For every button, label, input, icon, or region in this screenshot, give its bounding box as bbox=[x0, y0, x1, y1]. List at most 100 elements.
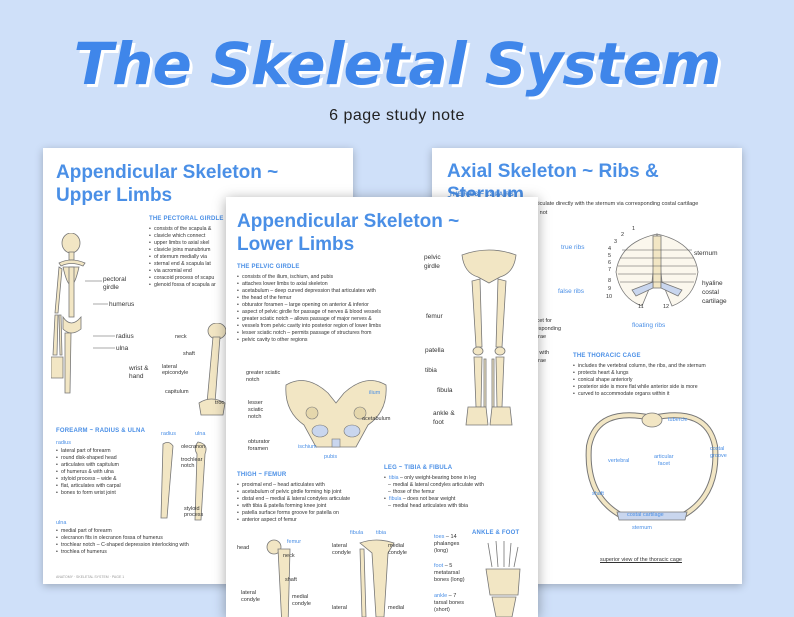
rib-number: 9 bbox=[608, 286, 612, 292]
label-femur-blue: femur bbox=[287, 539, 302, 545]
ribs-text-line: articulate directly with the sternum via… bbox=[532, 201, 699, 207]
partial-text: rresponding bbox=[532, 326, 562, 332]
label-tibia: tibia bbox=[425, 367, 437, 374]
rib-number: 7 bbox=[608, 267, 612, 273]
figure-caption: superior view of the thoracic cage bbox=[600, 557, 682, 563]
label-radius: radius bbox=[116, 333, 134, 340]
label-condyle-2: condyle bbox=[292, 601, 311, 607]
label-shaft: shaft bbox=[183, 351, 195, 357]
label-radius-top: radius bbox=[161, 431, 176, 437]
sub-bullet: medial & lateral condyles articulate wit… bbox=[384, 482, 514, 489]
label-fibula: fibula bbox=[437, 387, 453, 394]
bullet-cont: bones to form wrist joint bbox=[56, 490, 156, 497]
rib-number: 4 bbox=[608, 246, 612, 252]
label-sternum: sternum bbox=[694, 250, 718, 257]
bullet: trochlear notch – C-shaped depression in… bbox=[56, 542, 246, 549]
label-notch: notch bbox=[246, 377, 260, 383]
ribs-text-line: do not bbox=[532, 210, 548, 216]
sub-bullet: medial head articulates with tibia bbox=[384, 503, 514, 510]
label-olecranon: olecranon bbox=[181, 444, 206, 450]
rib-number: 6 bbox=[608, 260, 612, 266]
rib-number: 10 bbox=[606, 294, 613, 300]
label-neck: neck bbox=[283, 553, 295, 559]
text: – 7 bbox=[447, 593, 457, 599]
label-neck: neck bbox=[175, 334, 187, 340]
rib-number: 3 bbox=[614, 239, 618, 245]
bullet-cont: acetabulum of pelvic girdle forming hip … bbox=[237, 489, 387, 496]
subheading-ulna: ulna bbox=[56, 520, 67, 526]
ankle-item-l2: metatarsal bbox=[434, 570, 460, 576]
bullet-cont: upper limbs to axial skel bbox=[149, 240, 239, 247]
bullet: posterior side is more flat while anteri… bbox=[573, 384, 738, 391]
bullet: clavicle joins manubrium bbox=[149, 247, 239, 254]
bullet: medial part of forearm bbox=[56, 528, 246, 535]
foot-illustration bbox=[485, 540, 521, 617]
label-sciatic: sciatic bbox=[248, 407, 264, 413]
label-girdle: girdle bbox=[103, 284, 119, 291]
term-foot: foot bbox=[434, 563, 444, 569]
bullet: acetabulum – deep curved depression that… bbox=[237, 288, 407, 295]
label-lateral: lateral bbox=[241, 590, 256, 596]
label-ulna-top: ulna bbox=[195, 431, 206, 437]
label-trochlea-partial: troc bbox=[215, 400, 225, 406]
label-tibia-blue: tibia bbox=[376, 530, 387, 536]
label-costal: costal bbox=[710, 446, 725, 452]
partial-text: facet for bbox=[532, 318, 552, 324]
subheading-radius: radius bbox=[56, 440, 71, 446]
rib-number: 5 bbox=[608, 253, 612, 259]
bullet-cont: curved to accommodate organs within it bbox=[573, 391, 738, 398]
section-heading-forearm: FOREARM ~ RADIUS & ULNA bbox=[56, 428, 146, 434]
thoracic-cage-superior-view bbox=[585, 412, 719, 521]
label-obturator: obturator bbox=[248, 439, 271, 445]
bullet: consists of the scapula & bbox=[149, 226, 239, 233]
partial-text: es with bbox=[532, 350, 550, 356]
lower-limb-illustration bbox=[461, 249, 517, 426]
sub-bullet-cont: those of the femur bbox=[384, 489, 514, 496]
label-ischium: ischium bbox=[298, 444, 317, 450]
label-fibula-blue: fibula bbox=[350, 530, 364, 536]
ankle-item-l3: (long) bbox=[434, 548, 449, 554]
bullet: coracoid process of scapu bbox=[149, 275, 239, 282]
bullet: distal end – medial & lateral condyles a… bbox=[237, 496, 387, 503]
fibula-term: fibula bbox=[389, 496, 402, 502]
label-epicondyle: epicondyle bbox=[162, 370, 189, 376]
bullet: includes the vertebral column, the ribs,… bbox=[573, 363, 738, 370]
tibia-term: tibia bbox=[389, 475, 399, 481]
main-title: The Skeletal System bbox=[73, 30, 722, 98]
bullet: protects heart & lungs bbox=[573, 370, 738, 377]
rib-number: 11 bbox=[638, 304, 644, 310]
label-true-ribs: true ribs bbox=[561, 244, 585, 251]
section-heading-ribs: THE RIBS ~ 12 PAIRS bbox=[449, 192, 514, 198]
label-capitulum: capitulum bbox=[165, 389, 189, 395]
bullet-cont: vessels from pelvic cavity into posterio… bbox=[237, 323, 407, 330]
bullet-cont: of humerus & with ulna bbox=[56, 469, 156, 476]
tibia-text: – only weight-bearing bone in leg bbox=[398, 475, 477, 481]
label-vertebral: vertebral bbox=[608, 458, 630, 464]
bullet: styloid process – wide & bbox=[56, 476, 156, 483]
bullet: consists of the ilium, ischium, and pubi… bbox=[237, 274, 407, 281]
ankle-item-l2: tarsal bones bbox=[434, 600, 464, 606]
bullet-cont: via acromial end bbox=[149, 268, 239, 275]
label-humerus: humerus bbox=[109, 301, 135, 308]
bullet-cont: aspect of pelvic girdle for passage of n… bbox=[237, 309, 407, 316]
bullet-cont: flat, articulates with carpal bbox=[56, 483, 156, 490]
rib-number: 2 bbox=[621, 232, 625, 238]
label-false-ribs: false ribs bbox=[558, 288, 585, 295]
bullet: obturator foramen – large opening on ant… bbox=[237, 302, 407, 309]
bullet-cont: pelvic cavity to other regions bbox=[237, 337, 407, 344]
page-lower-limbs: Appendicular Skeleton ~ Lower Limbs THE … bbox=[226, 197, 538, 617]
label-notch-2: notch bbox=[248, 414, 262, 420]
label-process: process bbox=[184, 512, 204, 518]
label-foramen: foramen bbox=[248, 446, 269, 452]
term-toes: toes bbox=[434, 534, 445, 540]
label-hand: hand bbox=[129, 373, 144, 380]
bullet: round disk-shaped head bbox=[56, 455, 156, 462]
label-facet: facet bbox=[658, 461, 670, 467]
tibia-fibula-illustration bbox=[359, 539, 395, 617]
bullet: lateral part of forearm bbox=[56, 448, 156, 455]
fibula-bullet: fibula – does not bear weight bbox=[384, 496, 514, 503]
humerus-illustration bbox=[198, 323, 227, 416]
label-lesser: lesser bbox=[248, 400, 263, 406]
pelvis-illustration bbox=[285, 380, 387, 448]
ankle-item: foot – 5 bbox=[434, 563, 452, 570]
